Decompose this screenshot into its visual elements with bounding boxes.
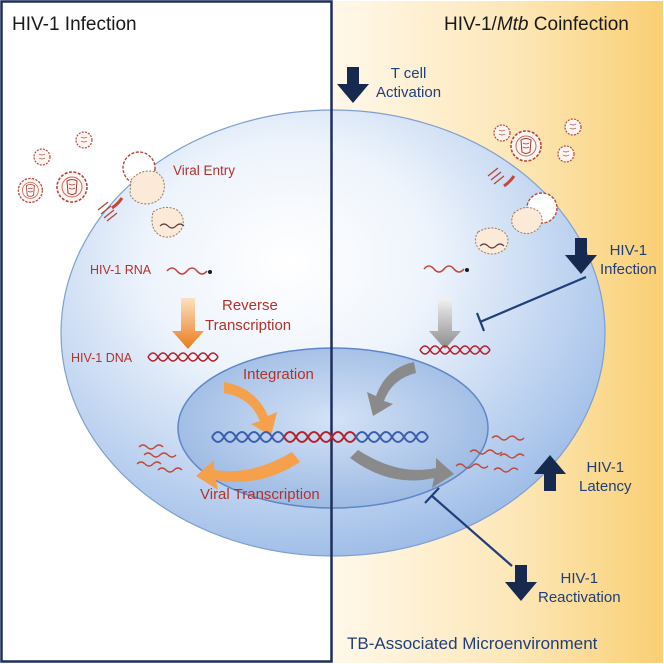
effect-line1: HIV-1 bbox=[586, 459, 625, 476]
dna-strand-left bbox=[147, 352, 219, 362]
hiv-dna-label: HIV-1 DNA bbox=[71, 351, 133, 365]
hiv-reactivation-down-arrow bbox=[505, 565, 537, 601]
transcription-label: Transcription bbox=[205, 317, 292, 334]
right-title-suffix: Coinfection bbox=[528, 14, 629, 35]
capsids-left bbox=[129, 170, 185, 238]
rna-strand-left bbox=[166, 267, 208, 275]
effect-line2: Infection bbox=[600, 261, 657, 278]
inhibition-infection bbox=[475, 275, 587, 332]
rna-strand-right bbox=[423, 265, 465, 273]
viral-transcription-label: Viral Transcription bbox=[200, 486, 320, 503]
right-title-italic: Mtb bbox=[496, 14, 529, 35]
hiv-latency-up-arrow bbox=[534, 455, 566, 491]
hiv-rna-label: HIV-1 RNA bbox=[90, 263, 152, 277]
viral-transcription-arrow bbox=[196, 452, 300, 490]
right-title-prefix: HIV-1/ bbox=[444, 14, 497, 35]
hiv-latency-label: HIV-1 Latency bbox=[579, 458, 632, 496]
reverse-label: Reverse bbox=[222, 297, 278, 314]
hiv-infection-down-arrow bbox=[565, 238, 597, 274]
t-cell-activation-label: T cell Activation bbox=[376, 64, 441, 102]
left-panel-frame bbox=[0, 0, 333, 663]
viral-entry-label: Viral Entry bbox=[173, 163, 236, 178]
capsids-right bbox=[474, 207, 543, 255]
integrated-dna bbox=[211, 431, 429, 443]
effect-line2: Latency bbox=[579, 478, 632, 495]
hiv-infection-label: HIV-1 Infection bbox=[600, 241, 657, 279]
effect-line1: T cell bbox=[390, 65, 427, 82]
hiv-reactivation-label: HIV-1 Reactivation bbox=[538, 569, 621, 607]
integration-arrow-right bbox=[367, 362, 416, 416]
effect-line1: HIV-1 bbox=[560, 570, 599, 587]
viral-transcription-arrow-right bbox=[350, 450, 454, 488]
integration-label: Integration bbox=[243, 366, 314, 383]
effect-line1: HIV-1 bbox=[609, 242, 648, 259]
inhibition-reactivation bbox=[424, 487, 513, 567]
effect-line2: Reactivation bbox=[538, 589, 621, 606]
right-panel-title: HIV-1/Mtb Coinfection bbox=[444, 14, 629, 36]
rna-transcripts-right bbox=[455, 435, 525, 473]
left-panel-title: HIV-1 Infection bbox=[12, 14, 137, 35]
rna-transcripts-left bbox=[136, 444, 183, 473]
tb-microenvironment-title: TB-Associated Microenvironment bbox=[347, 634, 598, 653]
reverse-transcription-arrow-right bbox=[429, 298, 461, 349]
dna-strand-right bbox=[419, 345, 491, 355]
effect-line2: Activation bbox=[376, 84, 442, 101]
reverse-transcription-arrow bbox=[172, 298, 204, 349]
t-cell-activation-down-arrow bbox=[337, 67, 369, 103]
nucleus bbox=[177, 347, 489, 509]
integration-arrow bbox=[224, 382, 277, 436]
